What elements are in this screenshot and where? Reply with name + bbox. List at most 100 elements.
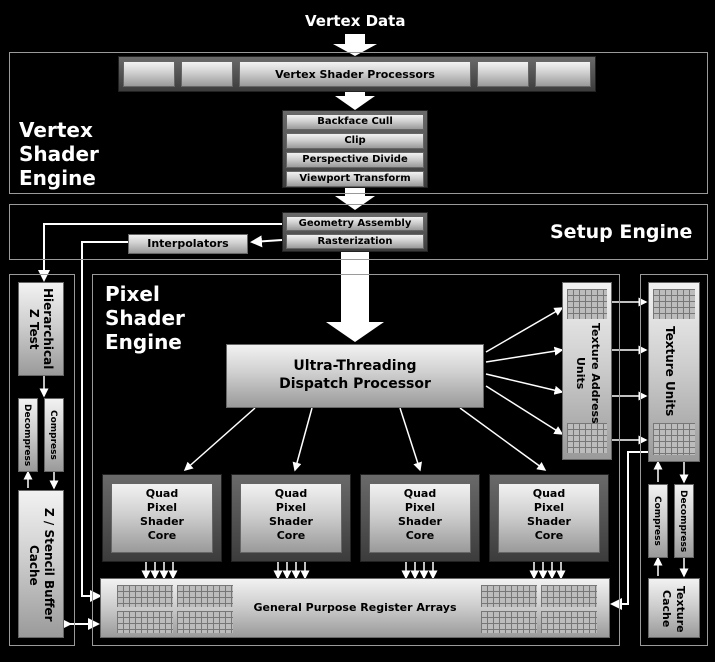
processor-cell: [239, 61, 471, 87]
hierarchical-z-label: Hierarchical Z Test: [27, 288, 55, 370]
core-label-line: Quad: [274, 487, 308, 500]
vertex-engine-title-line: Engine: [19, 166, 96, 190]
dispatch-to-core-arrows: [183, 407, 547, 472]
core-label: Quad Pixel Shader Core: [240, 487, 342, 543]
general-purpose-register-arrays: General Purpose Register Arrays: [100, 578, 610, 638]
pixel-engine-title-line: Pixel: [105, 282, 160, 306]
setup-engine-title: Setup Engine: [550, 221, 693, 243]
tau-grid: [567, 289, 607, 319]
z-stencil-buffer-cache: Z / Stencil Buffer Cache: [18, 490, 64, 638]
decompress-right: Decompress: [674, 484, 694, 558]
compress-left-label: Compress: [48, 410, 58, 460]
core-label-line: Shader: [140, 515, 184, 528]
core-label-line: Pixel: [533, 501, 565, 514]
right-column-arrows: [653, 460, 689, 578]
core-label-line: Quad: [532, 487, 566, 500]
vertex-engine-title-line: Shader: [19, 142, 99, 166]
core-label-line: Shader: [398, 515, 442, 528]
register-grid: [541, 611, 597, 633]
interpolators-box: Interpolators: [128, 234, 248, 254]
core-label-line: Core: [534, 529, 564, 542]
register-grid: [481, 585, 537, 607]
pixel-engine-title-line: Engine: [105, 330, 182, 354]
hierarchical-z-test: Hierarchical Z Test: [18, 282, 64, 376]
core-label-line: Core: [276, 529, 306, 542]
core-label-line: Pixel: [275, 501, 307, 514]
vertex-engine-title: Vertex Shader Engine: [19, 118, 99, 190]
quad-pixel-shader-core: Quad Pixel Shader Core: [231, 474, 351, 562]
vertex-shader-processors: Vertex Shader Processors: [118, 56, 596, 92]
pixel-shader-engine-region: [92, 274, 620, 646]
decompress-left: Decompress: [18, 398, 38, 472]
vertex-shader-engine-region: [9, 52, 708, 194]
processor-cell: [535, 61, 591, 87]
pixel-engine-title-line: Shader: [105, 306, 185, 330]
core-label-line: Shader: [527, 515, 571, 528]
quad-pixel-shader-core: Quad Pixel Shader Core: [489, 474, 609, 562]
stage-rasterization: Rasterization: [286, 234, 424, 249]
core-label-line: Core: [405, 529, 435, 542]
texture-cache: Texture Cache: [648, 578, 700, 638]
processor-cell: [123, 61, 175, 87]
setup-to-left-lines: [38, 223, 283, 602]
texture-cache-label: Texture Cache: [660, 585, 687, 633]
processors-to-stages-arrow: [335, 88, 375, 110]
z-stencil-cache-label: Z / Stencil Buffer Cache: [27, 508, 56, 622]
texture-units-grid: [653, 423, 695, 455]
vertex-data-arrow: [333, 34, 377, 56]
rasterization-to-dispatch-arrow: [326, 250, 384, 342]
stage-clip: Clip: [286, 133, 424, 149]
texture-units-grid: [653, 289, 695, 319]
register-grid: [481, 611, 537, 633]
register-grid: [117, 585, 173, 607]
left-column-arrows: [23, 376, 59, 490]
quad-pixel-shader-core: Quad Pixel Shader Core: [102, 474, 222, 562]
dispatch-to-tau-arrows: [485, 307, 564, 435]
compress-right-label: Compress: [652, 496, 662, 546]
processor-cell: [477, 61, 529, 87]
dispatch-processor-line: Ultra-Threading: [293, 358, 417, 374]
core-register-arrows: [141, 554, 566, 580]
quad-pixel-shader-core: Quad Pixel Shader Core: [360, 474, 480, 562]
processor-cell: [181, 61, 233, 87]
stages-to-setup-arrow: [335, 186, 375, 210]
stage-backface-cull: Backface Cull: [286, 114, 424, 130]
compress-right: Compress: [648, 484, 668, 558]
right-column-region: [640, 274, 708, 646]
pixel-engine-title: Pixel Shader Engine: [105, 282, 185, 354]
core-label: Quad Pixel Shader Core: [369, 487, 471, 543]
stage-viewport-transform: Viewport Transform: [286, 171, 424, 187]
vertex-data-label: Vertex Data: [305, 12, 406, 30]
core-label-line: Quad: [403, 487, 437, 500]
stage-geometry-assembly: Geometry Assembly: [286, 216, 424, 231]
core-label-line: Quad: [145, 487, 179, 500]
core-body: [369, 483, 471, 553]
left-column-region: [9, 274, 75, 646]
register-grid: [117, 611, 173, 633]
decompress-right-label: Decompress: [678, 489, 688, 553]
core-body: [498, 483, 600, 553]
texture-units-label: Texture Units: [663, 325, 677, 417]
core-label-line: Pixel: [146, 501, 178, 514]
compress-left: Compress: [44, 398, 64, 472]
tau-grid: [567, 423, 607, 453]
setup-engine-region: [9, 204, 708, 260]
texture-address-units: Texture Address Units: [562, 282, 612, 460]
setup-stage-stack: Geometry Assembly Rasterization: [282, 212, 428, 252]
core-label-line: Core: [147, 529, 177, 542]
core-body: [111, 483, 213, 553]
decompress-left-label: Decompress: [22, 403, 32, 467]
register-grid: [177, 611, 233, 633]
texture-units: Texture Units: [648, 282, 700, 462]
texture-address-units-label: Texture Address Units: [574, 322, 602, 424]
vertex-shader-processors-label: Vertex Shader Processors: [275, 68, 435, 81]
core-label-line: Pixel: [404, 501, 436, 514]
core-label-line: Shader: [269, 515, 313, 528]
core-body: [240, 483, 342, 553]
register-grid: [541, 585, 597, 607]
core-label: Quad Pixel Shader Core: [498, 487, 600, 543]
stage-perspective-divide: Perspective Divide: [286, 152, 424, 168]
register-arrays-label: General Purpose Register Arrays: [253, 601, 457, 614]
dispatch-processor: Ultra-Threading Dispatch Processor: [226, 344, 484, 408]
